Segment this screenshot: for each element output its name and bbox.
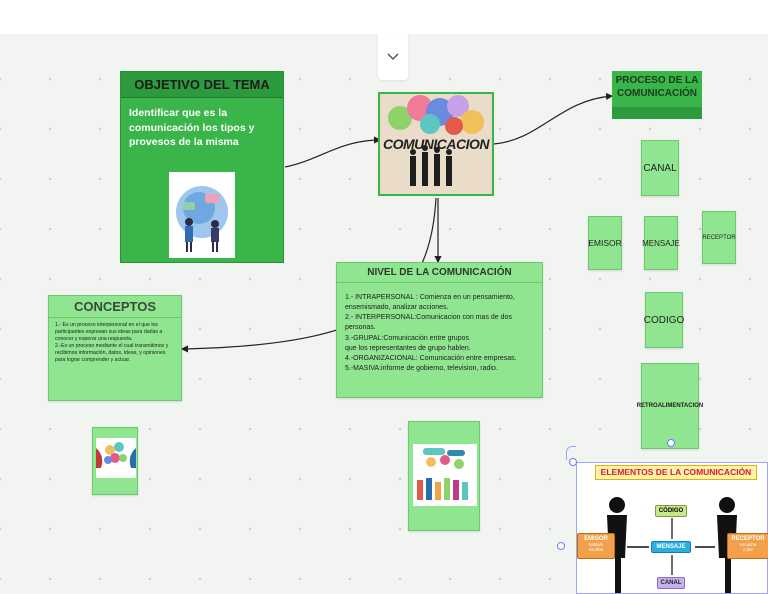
proceso-note[interactable]: PROCESO DE LA COMUNICACIÓN <box>612 71 702 119</box>
objetivo-text: Identificar que es la comunicación los t… <box>129 107 255 149</box>
nivel-line: 2.- INTERPERSONAL:Comunicacion con mas d… <box>345 314 512 332</box>
conceptos-text: 1.- Es un proceso interpersonal en el qu… <box>55 322 169 364</box>
emisor-sticky[interactable]: EMISOR <box>588 216 622 270</box>
nivel-line: ensemismado, analizar acciones. <box>345 304 449 312</box>
nivel-line: 4.-ORGANIZACIONAL: Comunicación entre em… <box>345 354 517 362</box>
objetivo-illustration[interactable] <box>169 172 235 258</box>
selection-handle-left[interactable] <box>557 542 565 550</box>
proceso-bar <box>612 107 702 119</box>
elementos-canal: CANAL <box>657 577 685 589</box>
conceptos-title: CONCEPTOS <box>49 296 181 318</box>
elementos-mensaje: MENSAJE <box>651 541 691 553</box>
elementos-receptor-label: RECEPTOR <box>731 536 765 542</box>
connector-comunicacion-proceso <box>493 92 614 145</box>
elementos-codigo: CÓDIGO <box>655 505 687 517</box>
collapse-toolbar-button[interactable] <box>378 34 408 80</box>
proceso-title: PROCESO DE LA COMUNICACIÓN <box>612 71 702 107</box>
comunicacion-label: COMUNICACION <box>383 136 490 152</box>
nivel-line: 3.-GRUPAL:Comunicación entre grupos <box>345 334 469 342</box>
elementos-receptor: RECEPTOR escucha o lee <box>727 533 768 559</box>
nivel-title: NIVEL DE LA COMUNICACIÓN <box>337 263 542 283</box>
codigo-sticky[interactable]: CODIGO <box>644 292 684 348</box>
receptor-sticky[interactable]: RECEPTOR <box>702 211 736 264</box>
resize-handle[interactable] <box>667 439 675 447</box>
connector-objetivo-comunicacion <box>284 136 382 168</box>
retroalimentacion-sticky[interactable]: RETROALIMENTACION <box>637 363 703 449</box>
elementos-receptor-sub: escucha o lee <box>739 542 757 552</box>
conceptos-note[interactable]: CONCEPTOS 1.- Es un proceso interpersona… <box>48 295 182 401</box>
mensaje-sticky[interactable]: MENSAJE <box>642 216 680 270</box>
nivel-line: que los representantes de grupo hablen. <box>345 344 471 352</box>
nivel-line: 5.-MASIVA:informe de gobierno, televisio… <box>345 364 498 372</box>
objetivo-title: OBJETIVO DEL TEMA <box>121 72 283 98</box>
elementos-emisor-sub: habla/o escribe <box>588 542 604 552</box>
canal-sticky[interactable]: CANAL <box>641 140 679 196</box>
nivel-line: 1.- INTRAPERSONAL : Comienza en un pensa… <box>345 294 515 301</box>
top-toolbar <box>0 0 768 34</box>
elementos-title: ELEMENTOS DE LA COMUNICACIÓN <box>595 465 757 480</box>
people-image-sticky[interactable] <box>408 421 480 531</box>
nivel-list: 1.- INTRAPERSONAL : Comienza en un pensa… <box>337 283 542 384</box>
elementos-diagram[interactable]: ELEMENTOS DE LA COMUNICACIÓN CÓDIGO EMIS… <box>576 462 768 594</box>
elementos-figures <box>607 497 737 593</box>
elementos-emisor-label: EMISOR <box>584 536 608 542</box>
speech-image-sticky[interactable] <box>92 427 138 495</box>
chevron-down-icon <box>387 53 399 61</box>
elementos-emisor: EMISOR habla/o escribe <box>577 533 615 559</box>
objetivo-note[interactable]: OBJETIVO DEL TEMA Identificar que es la … <box>120 71 284 263</box>
nivel-note[interactable]: NIVEL DE LA COMUNICACIÓN 1.- INTRAPERSON… <box>336 262 543 398</box>
rotate-handle[interactable] <box>566 446 576 460</box>
comunicacion-image[interactable]: COMUNICACION <box>378 92 494 196</box>
